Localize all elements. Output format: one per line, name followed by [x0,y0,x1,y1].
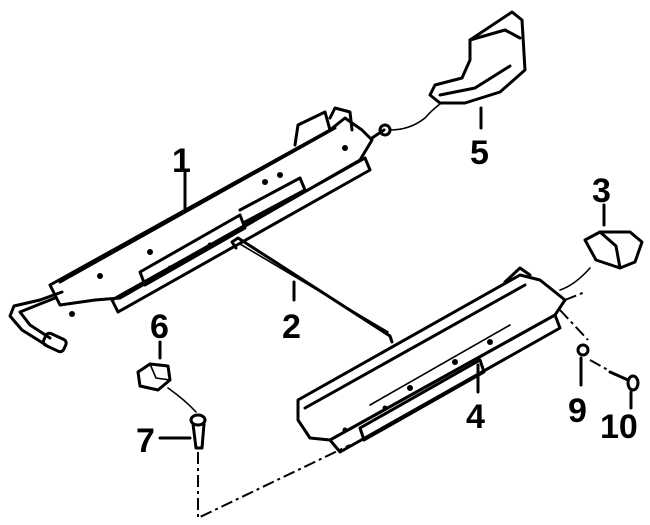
installation-path-line [197,444,351,520]
callout-9: 9 [568,392,587,430]
callout-1: 1 [172,142,191,180]
part-9-washer [576,343,590,357]
callout-7: 7 [136,422,155,460]
callout-10: 10 [600,408,638,446]
callout-4: 4 [466,398,485,436]
callout-3: 3 [592,172,611,210]
part-4-right-seat-track [296,266,589,454]
part-6-clip [136,362,197,413]
part-2-connecting-rod [230,236,394,344]
callout-2: 2 [282,308,301,346]
part-10-screw [589,359,640,392]
callout-5: 5 [470,134,489,172]
part-7-bolt [189,413,207,450]
callout-6: 6 [150,308,169,346]
part-1-left-seat-track [8,106,392,354]
part-5-track-cover [389,10,527,131]
part-3-end-cap [559,230,644,291]
